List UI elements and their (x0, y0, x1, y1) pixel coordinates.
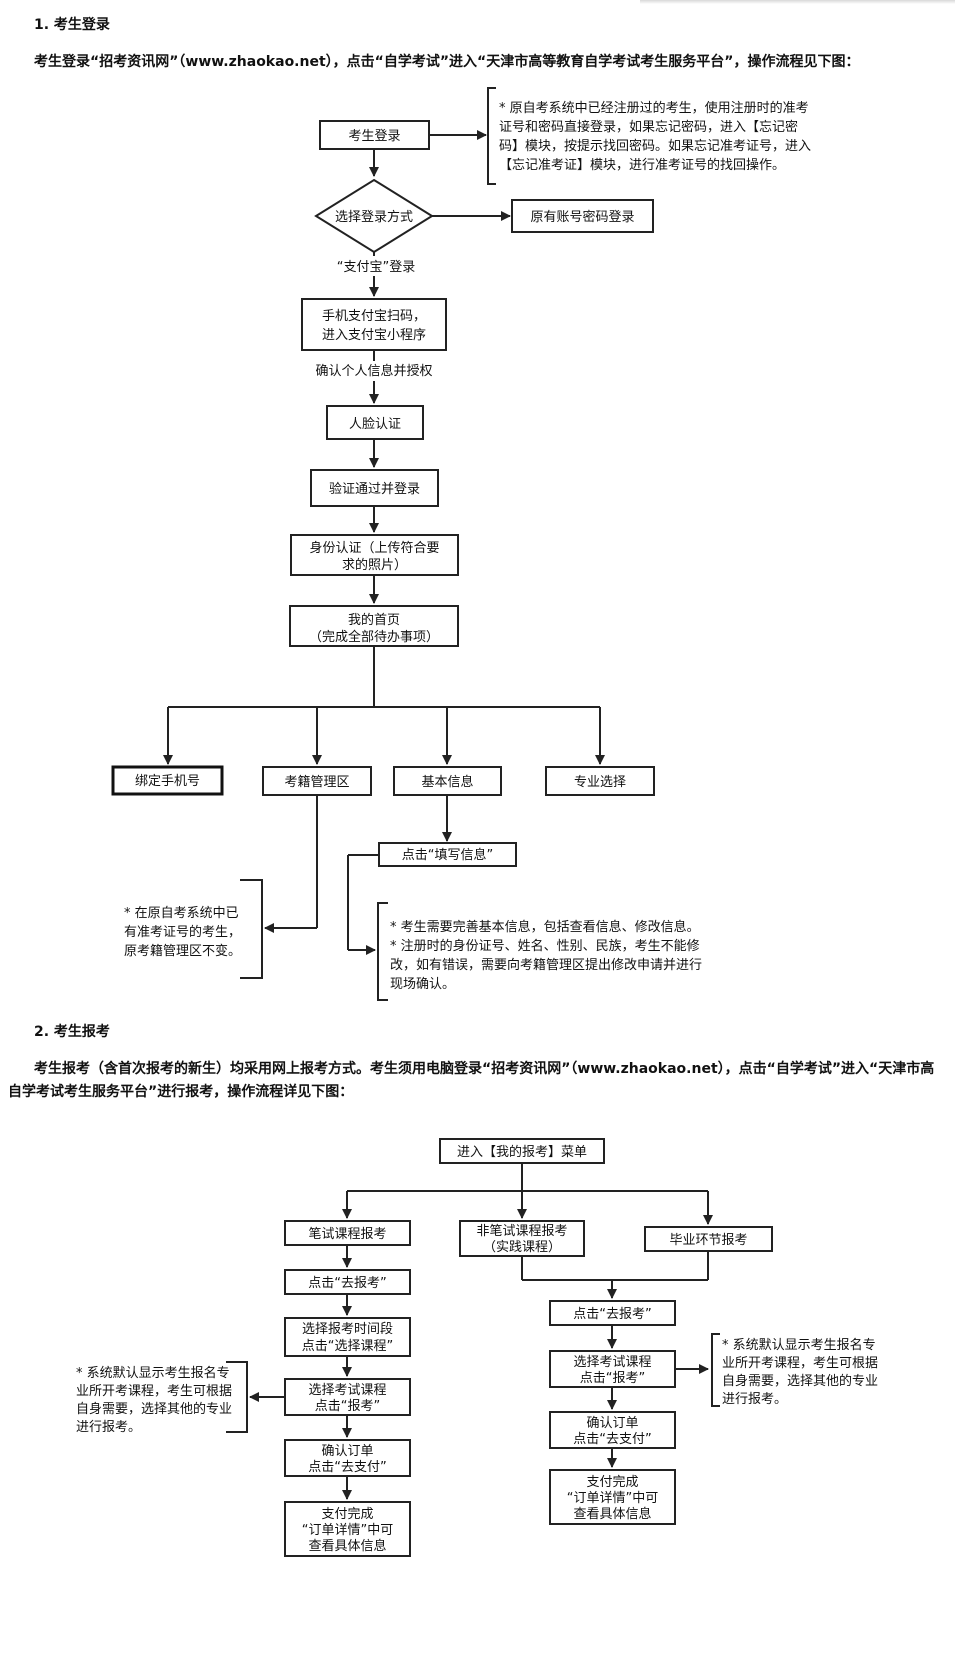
flow1-major-box: 专业选择 (545, 766, 655, 796)
flow1-face-text: 人脸认证 (349, 417, 401, 432)
flow2-left-period-line: 选择报考时间段 (302, 1322, 393, 1337)
flow2-right-done-line: 查看具体信息 (573, 1506, 651, 1522)
flow1-scan-box: 手机支付宝扫码， 进入支付宝小程序 (301, 298, 447, 351)
note-registry-line: 原考籍管理区不变。 (124, 943, 241, 959)
note-login-line: 码】模块，按提示找回密码。如果忘记准考证号，进入 (499, 138, 811, 154)
flow1-home-line: 我的首页 (348, 612, 400, 628)
flow1-basic-info-box: 基本信息 (393, 766, 502, 796)
section1-intro: 考生登录“招考资讯网”（www.zhaokao.net），点击“自学考试”进入“… (34, 54, 860, 70)
flow1-password-login-box: 原有账号密码登录 (511, 199, 654, 233)
flow2-left-done-line: 查看具体信息 (308, 1538, 386, 1554)
flow1-login-text: 考生登录 (348, 129, 400, 144)
flow1-identity-line: 身份认证（上传符合要 (309, 540, 439, 556)
note-login-line: * 原自考系统中已经注册过的考生，使用注册时的准考 (499, 100, 809, 116)
flow2-menu-box: 进入【我的报考】菜单 (439, 1138, 605, 1164)
flow2-nonwritten-box: 非笔试课程报考 （实践课程） (459, 1220, 585, 1257)
flow2-right-select-line: 点击“报考” (580, 1371, 645, 1386)
flow1-basic-info-text: 基本信息 (421, 774, 473, 790)
flow2-left-select-line: 选择考试课程 (308, 1383, 386, 1398)
note-right-line: 自身需要，选择其他的专业 (722, 1373, 878, 1389)
flow2-left-select-box: 选择考试课程 点击“报考” (284, 1378, 411, 1416)
note-registry-line: * 在原自考系统中已 (124, 906, 239, 921)
note-login-line: 证号和密码直接登录，如果忘记密码，进入【忘记密 (499, 119, 798, 135)
flow2-nonwritten-line: （实践课程） (483, 1240, 561, 1255)
flow1-choose-method-diamond: 选择登录方式 (314, 178, 434, 254)
note-right-line: 进行报考。 (722, 1392, 787, 1407)
flow1-scan-line: 手机支付宝扫码， (322, 309, 426, 324)
flow1-face-box: 人脸认证 (326, 405, 424, 440)
note-info-line: * 注册时的身份证号、姓名、性别、民族，考生不能修 (390, 938, 700, 954)
flow2-left-go-box: 点击“去报考” (284, 1269, 411, 1295)
flow2-note-right: * 系统默认显示考生报名专 业所开考课程，考生可根据 自身需要，选择其他的专业 … (722, 1337, 878, 1407)
flow2-right-done-line: 支付完成 (586, 1475, 638, 1490)
flow1-note-registry: * 在原自考系统中已 有准考证号的考生， 原考籍管理区不变。 (124, 906, 241, 959)
flow2-note-left: * 系统默认显示考生报名专 业所开考课程，考生可根据 自身需要，选择其他的专业 … (76, 1365, 232, 1435)
flow2-left-period-line: 点击“选择课程” (302, 1339, 393, 1354)
flow1-note-info: * 考生需要完善基本信息，包括查看信息、修改信息。 * 注册时的身份证号、姓名、… (390, 919, 702, 992)
note-left-line: 业所开考课程，考生可根据 (76, 1384, 232, 1399)
flow2-right-select-line: 选择考试课程 (573, 1355, 651, 1370)
flow1-password-login-text: 原有账号密码登录 (530, 209, 634, 225)
flow2-nonwritten-line: 非笔试课程报考 (476, 1223, 567, 1239)
top-edge-shadow (640, 0, 955, 4)
flow2-left-confirm-line: 确认订单 (321, 1444, 373, 1459)
flow1-verify-text: 验证通过并登录 (329, 481, 420, 497)
flow2-left-period-box: 选择报考时间段 点击“选择课程” (284, 1317, 411, 1357)
note-right-line: 业所开考课程，考生可根据 (722, 1356, 878, 1371)
note-left-line: 自身需要，选择其他的专业 (76, 1401, 232, 1417)
flow1-identity-box: 身份认证（上传符合要 求的照片） (290, 534, 459, 576)
flow1-registry-box: 考籍管理区 (262, 766, 372, 796)
flow1-alipay-label: “支付宝”登录 (337, 260, 415, 275)
flow2-left-done-line: 支付完成 (321, 1507, 373, 1522)
note-left-line: 进行报考。 (76, 1420, 141, 1435)
flow2-right-confirm-box: 确认订单 点击“去支付” (549, 1411, 676, 1449)
flow2-right-confirm-line: 确认订单 (586, 1416, 638, 1431)
note-info-line: * 考生需要完善基本信息，包括查看信息、修改信息。 (390, 919, 700, 935)
note-info-line: 现场确认。 (390, 977, 455, 992)
flow2-right-done-line: “订单详情”中可 (567, 1491, 658, 1506)
section2-intro-line1: 考生报考（含首次报考的新生）均采用网上报考方式。考生须用电脑登录“招考资讯网”（… (34, 1061, 935, 1077)
flow1-scan-line: 进入支付宝小程序 (322, 328, 426, 343)
flow1-login-box: 考生登录 (319, 120, 430, 150)
flow2-left-done-line: “订单详情”中可 (302, 1523, 393, 1538)
flow2-left-confirm-box: 确认订单 点击“去支付” (284, 1439, 411, 1477)
note-login-line: 【忘记准考证】模块，进行准考证号的找回操作。 (499, 157, 785, 173)
section2-intro-line2: 自学考试考生服务平台”进行报考，操作流程详见下图： (8, 1084, 354, 1100)
note-registry-line: 有准考证号的考生， (124, 924, 241, 940)
flow2-graduation-text: 毕业环节报考 (669, 1233, 747, 1248)
flow2-written-text: 笔试课程报考 (308, 1226, 386, 1242)
flow2-left-go-text: 点击“去报考” (308, 1276, 386, 1291)
flow1-verify-box: 验证通过并登录 (310, 469, 439, 507)
section1-heading: 1. 考生登录 (34, 17, 110, 33)
note-left-line: * 系统默认显示考生报名专 (76, 1365, 230, 1381)
flow2-right-confirm-line: 点击“去支付” (573, 1432, 651, 1447)
flow1-home-box: 我的首页 （完成全部待办事项） (289, 605, 459, 647)
section2-heading: 2. 考生报考 (34, 1024, 110, 1040)
flow2-left-confirm-line: 点击“去支付” (308, 1460, 386, 1475)
flow2-right-go-text: 点击“去报考” (573, 1307, 651, 1322)
flow2-written-box: 笔试课程报考 (284, 1220, 411, 1246)
flow2-right-select-box: 选择考试课程 点击“报考” (549, 1350, 676, 1388)
flow1-fill-info-box: 点击“填写信息” (378, 842, 517, 867)
flow1-choose-method-text: 选择登录方式 (335, 209, 413, 225)
flow1-bind-phone-text: 绑定手机号 (135, 774, 200, 789)
note-info-line: 改，如有错误，需要向考籍管理区提出修改申请并进行 (390, 957, 702, 973)
flow2-right-go-box: 点击“去报考” (549, 1300, 676, 1326)
flow1-confirm-label: 确认个人信息并授权 (315, 363, 432, 379)
flow2-menu-text: 进入【我的报考】菜单 (457, 1144, 587, 1160)
flow1-fill-info-text: 点击“填写信息” (402, 847, 493, 863)
flow2-left-select-line: 点击“报考” (315, 1399, 380, 1414)
flow1-registry-text: 考籍管理区 (284, 774, 349, 790)
flow1-major-text: 专业选择 (574, 775, 626, 790)
note-right-line: * 系统默认显示考生报名专 (722, 1337, 876, 1353)
flow2-right-done-box: 支付完成 “订单详情”中可 查看具体信息 (549, 1469, 676, 1525)
flow1-note-login: * 原自考系统中已经注册过的考生，使用注册时的准考 证号和密码直接登录，如果忘记… (499, 100, 811, 173)
flow1-home-line: （完成全部待办事项） (309, 629, 439, 645)
flow1-identity-line: 求的照片） (342, 557, 407, 573)
flow1-bind-phone-box: 绑定手机号 (111, 765, 224, 796)
flow2-left-done-box: 支付完成 “订单详情”中可 查看具体信息 (284, 1501, 411, 1557)
flow2-graduation-box: 毕业环节报考 (644, 1226, 773, 1252)
